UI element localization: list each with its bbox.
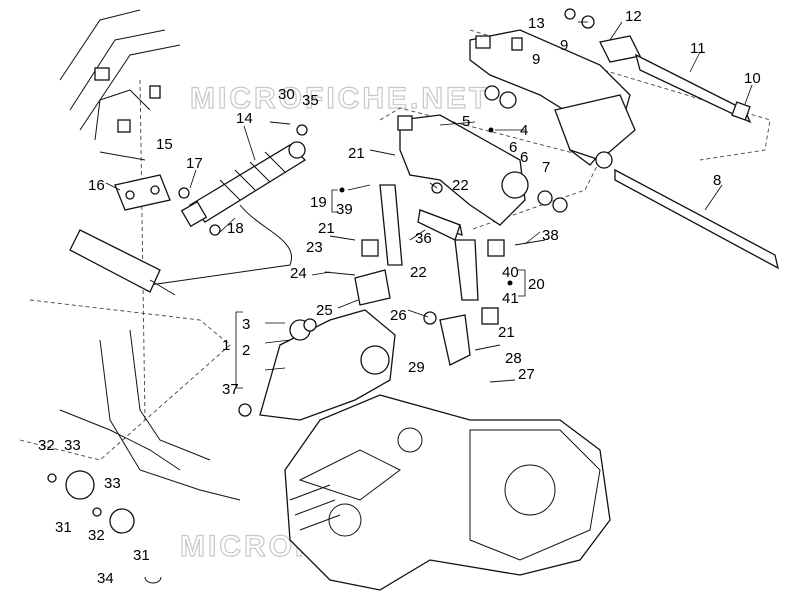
callout-7[interactable]: 7 — [542, 159, 550, 176]
pivot-tubes — [499, 8, 779, 270]
group-brackets — [235, 127, 526, 389]
callout-33b[interactable]: 33 — [104, 475, 121, 492]
callout-15[interactable]: 15 — [156, 136, 173, 153]
callout-22a[interactable]: 22 — [452, 177, 469, 194]
callout-9b[interactable]: 9 — [560, 37, 568, 54]
callout-26[interactable]: 26 — [390, 307, 407, 324]
link-brackets — [269, 121, 546, 383]
callout-5[interactable]: 5 — [462, 113, 470, 130]
callout-19[interactable]: 19 — [310, 194, 327, 211]
callout-41[interactable]: 41 — [502, 290, 519, 307]
callout-13[interactable]: 13 — [528, 15, 545, 32]
callout-34[interactable]: 34 — [97, 570, 114, 587]
callout-32b[interactable]: 32 — [88, 527, 105, 544]
suspension-links — [354, 184, 505, 325]
callouts: 1 2 3 4 5 6 6 7 8 9 9 10 11 12 13 14 15 … — [38, 8, 761, 587]
callout-6b[interactable]: 6 — [520, 149, 528, 166]
callout-8[interactable]: 8 — [713, 172, 721, 189]
callout-27[interactable]: 27 — [518, 366, 535, 383]
callout-23[interactable]: 23 — [306, 239, 323, 256]
callout-21b[interactable]: 21 — [318, 220, 335, 237]
shock-absorber — [149, 141, 307, 286]
callout-6a[interactable]: 6 — [509, 139, 517, 156]
callout-22b[interactable]: 22 — [410, 264, 427, 281]
callout-39[interactable]: 39 — [336, 201, 353, 218]
callout-9a[interactable]: 9 — [532, 51, 540, 68]
callout-28[interactable]: 28 — [505, 350, 522, 367]
callout-25[interactable]: 25 — [316, 302, 333, 319]
callout-2[interactable]: 2 — [242, 342, 250, 359]
lower-frame — [47, 329, 241, 584]
callout-36[interactable]: 36 — [415, 230, 432, 247]
callout-21c[interactable]: 21 — [498, 324, 515, 341]
callout-11[interactable]: 11 — [690, 40, 706, 57]
leader-lines — [105, 21, 753, 371]
callout-38[interactable]: 38 — [542, 227, 559, 244]
engine — [284, 394, 611, 591]
frame-rail — [59, 9, 181, 141]
callout-33a[interactable]: 33 — [64, 437, 81, 454]
callout-31a[interactable]: 31 — [55, 519, 72, 536]
callout-24[interactable]: 24 — [290, 265, 307, 282]
callout-30[interactable]: 30 — [278, 86, 295, 103]
callout-20[interactable]: 20 — [528, 276, 545, 293]
callout-31b[interactable]: 31 — [133, 547, 150, 564]
callout-37[interactable]: 37 — [222, 381, 239, 398]
callout-16[interactable]: 16 — [88, 177, 105, 194]
callout-14[interactable]: 14 — [236, 110, 253, 127]
callout-29[interactable]: 29 — [408, 359, 425, 376]
callout-1[interactable]: 1 — [222, 337, 230, 354]
watermark-top: MICROFICHE.NET — [190, 82, 490, 115]
callout-32a[interactable]: 32 — [38, 437, 55, 454]
callout-10[interactable]: 10 — [744, 70, 761, 87]
callout-21a[interactable]: 21 — [348, 145, 365, 162]
callout-35[interactable]: 35 — [302, 92, 319, 109]
callout-4[interactable]: 4 — [520, 122, 528, 139]
callout-18[interactable]: 18 — [227, 220, 244, 237]
swingarm-bracket — [469, 29, 636, 169]
engine-mount-plate — [238, 309, 396, 421]
callout-40[interactable]: 40 — [502, 264, 519, 281]
callout-17[interactable]: 17 — [186, 155, 203, 172]
side-plate — [99, 151, 190, 211]
callout-12[interactable]: 12 — [625, 8, 642, 25]
callout-3[interactable]: 3 — [242, 316, 250, 333]
reservoir — [69, 224, 221, 296]
